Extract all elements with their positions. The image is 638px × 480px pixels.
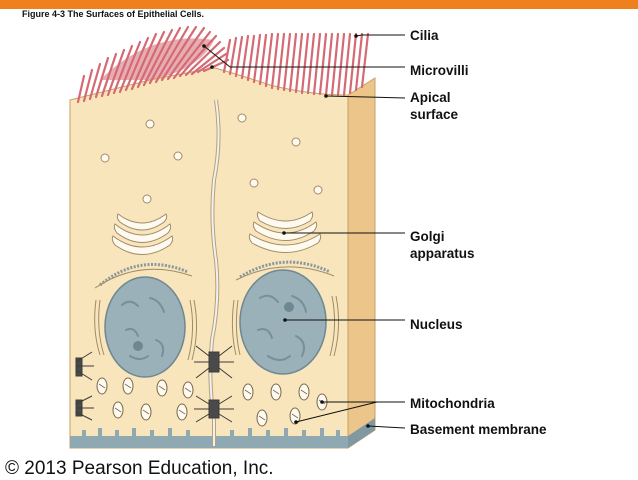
golgi-left (111, 213, 174, 255)
desmosomes (75, 345, 234, 423)
label-basement-membrane: Basement membrane (410, 422, 547, 437)
basement-membrane (70, 436, 348, 448)
label-golgi-apparatus: Golgi apparatus (410, 229, 475, 261)
basement-membrane-projections (82, 428, 340, 438)
cell-side-face (347, 77, 376, 449)
nucleus-right (239, 269, 327, 375)
endoplasmic-reticulum (99, 260, 331, 287)
label-apical-surface: Apical surface (410, 90, 459, 122)
nucleus-left (104, 276, 186, 378)
label-mitochondria: Mitochondria (410, 396, 495, 411)
mitochondria (96, 377, 328, 427)
top-accent-bar (0, 0, 638, 9)
golgi-right (248, 211, 322, 253)
figure-title: Figure 4-3 The Surfaces of Epithelial Ce… (22, 9, 205, 19)
vesicles (100, 113, 323, 204)
label-microvilli: Microvilli (410, 63, 469, 78)
label-cilia: Cilia (410, 28, 439, 43)
copyright-notice: © 2013 Pearson Education, Inc. (5, 458, 274, 479)
label-nucleus: Nucleus (410, 317, 463, 332)
leader-lines (203, 34, 406, 429)
